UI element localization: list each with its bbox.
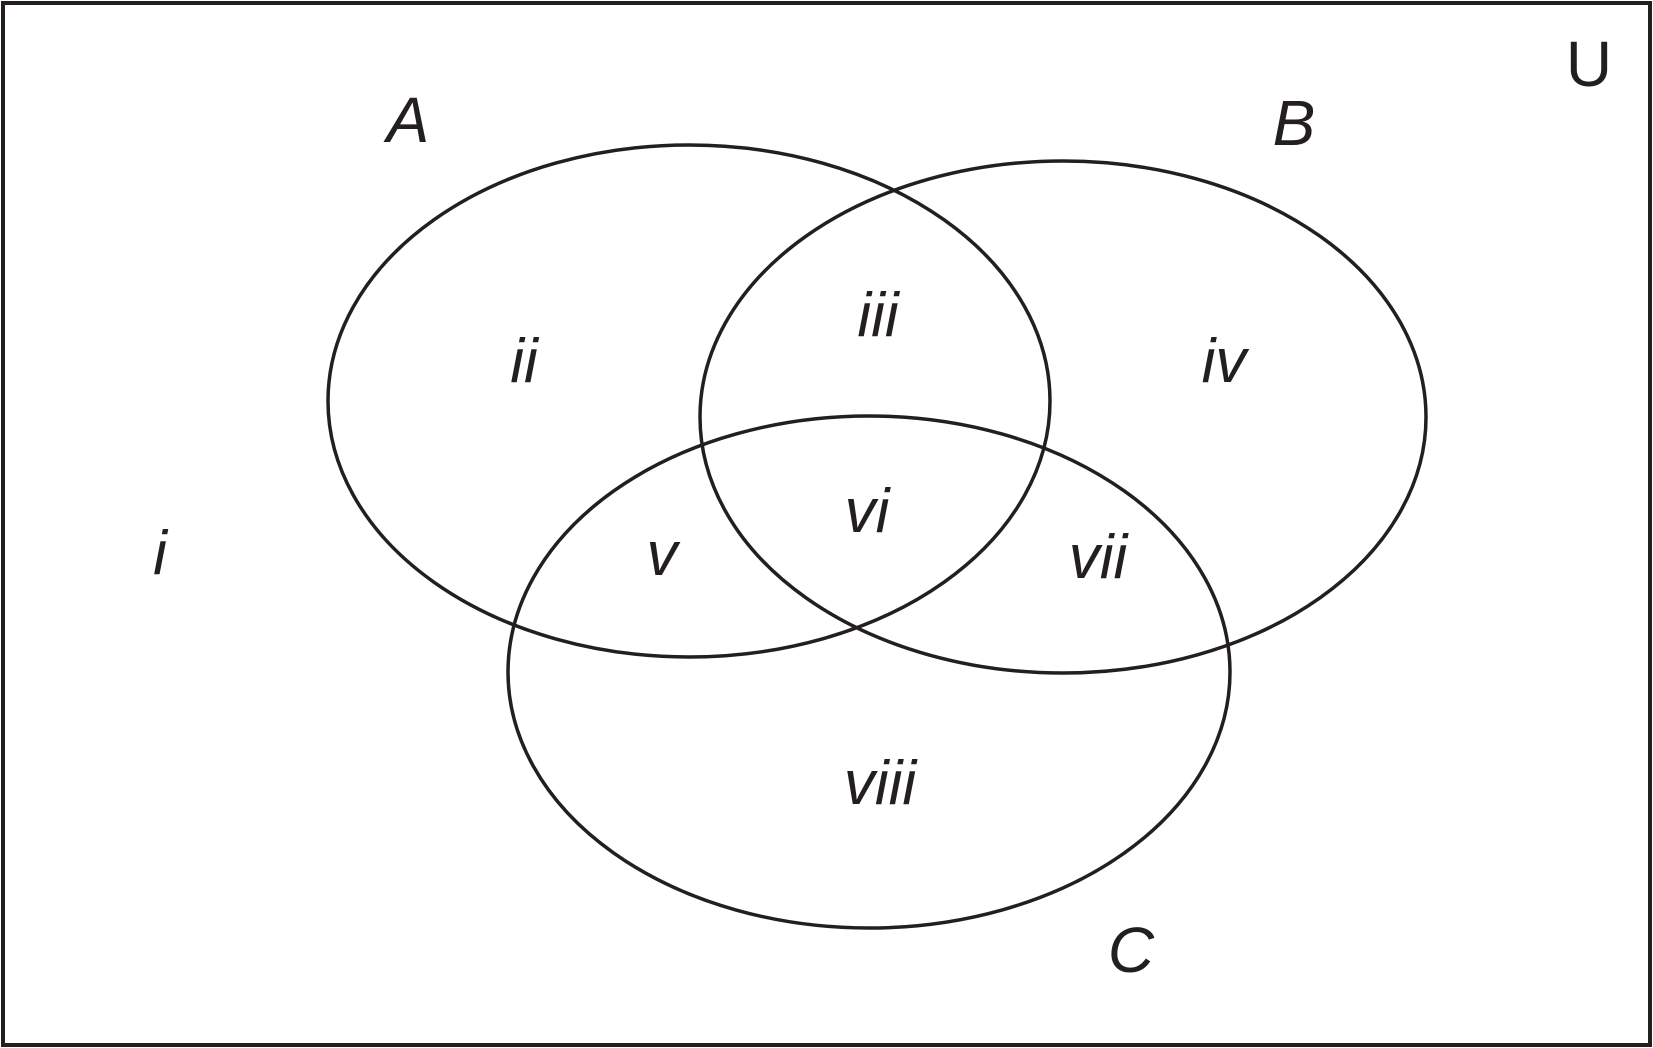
- region-i-label: i: [153, 519, 169, 588]
- set-b-ellipse: [698, 159, 1428, 675]
- set-c-ellipse: [506, 414, 1232, 930]
- region-vii-label: vii: [1069, 523, 1130, 592]
- region-iv-label: iv: [1202, 327, 1250, 396]
- region-iii-label: iii: [857, 281, 901, 350]
- set-c-label: C: [1108, 914, 1155, 986]
- region-viii-label: viii: [844, 749, 919, 818]
- region-vi-label: vi: [845, 477, 892, 546]
- set-a-ellipse: [326, 143, 1052, 659]
- universe-label: U: [1566, 28, 1612, 100]
- region-ii-label: ii: [510, 327, 540, 396]
- region-v-label: v: [647, 520, 681, 589]
- set-a-label: A: [383, 84, 430, 156]
- set-b-label: B: [1273, 87, 1316, 159]
